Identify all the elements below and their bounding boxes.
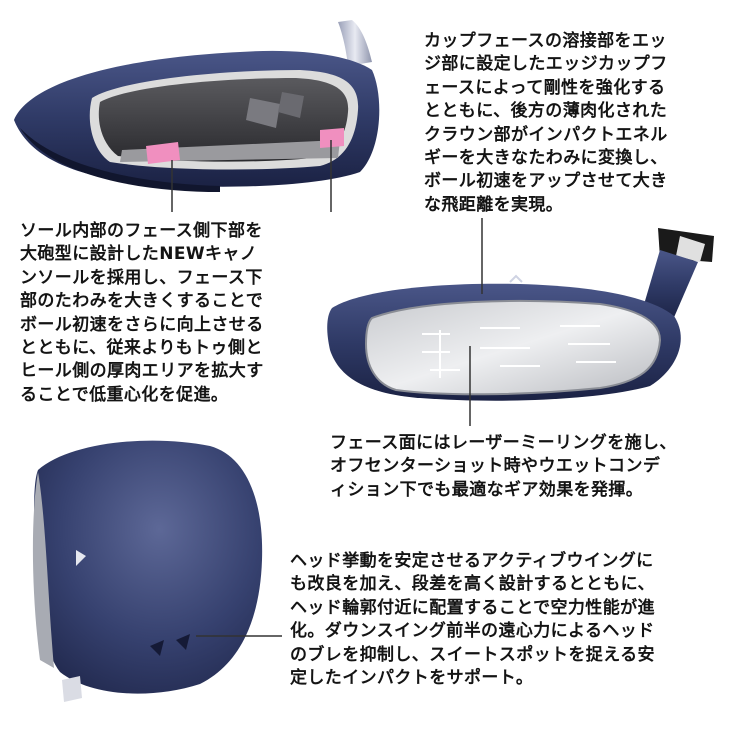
caption-line: とともに、従来よりもトゥ側と xyxy=(20,338,263,359)
caption-line: ヘッド挙動を安定させるアクティブウイングに xyxy=(290,551,654,571)
caption-line: オフセンターショット時やウエットコンデ xyxy=(330,456,661,477)
caption-line: も改良を加え、段差を高く設計するとともに、 xyxy=(290,574,655,595)
caption-line: ギーを大きなたわみに変換し、 xyxy=(424,148,668,169)
caption-laser-milling: フェース面にはレーザーミーリングを施し、 オフセンターショット時やウエットコンデ… xyxy=(330,432,677,502)
caption-line: ェースによって剛性を強化する xyxy=(424,77,666,98)
caption-line: ジ部に設定したエッジカップフ xyxy=(424,54,668,75)
caption-line: カップフェースの溶接部をエッ xyxy=(424,31,667,51)
caption-line: ィション下でも最適なギア効果を発揮。 xyxy=(330,479,644,500)
caption-line: ンソールを採用し、フェース下 xyxy=(20,267,263,288)
caption-active-wing: ヘッド挙動を安定させるアクティブウイングに も改良を加え、段差を高く設計するとと… xyxy=(290,550,655,690)
caption-line: 化。ダウンスイング前半の遠心力によるヘッド xyxy=(290,621,655,642)
caption-line: ヘッド輪郭付近に配置することで空力性能が進 xyxy=(290,597,655,618)
caption-line: フェース面にはレーザーミーリングを施し、 xyxy=(330,433,677,453)
caption-line: ることで低重心化を促進。 xyxy=(20,384,229,405)
caption-line: ボール初速をアップさせて大き xyxy=(424,171,668,192)
caption-cup-face: カップフェースの溶接部をエッ ジ部に設定したエッジカップフ ェースによって剛性を… xyxy=(424,30,668,217)
caption-line: 定したインパクトをサポート。 xyxy=(290,668,534,689)
golf-head-cutaway xyxy=(14,20,380,192)
caption-line: のブレを抑制し、スイートスポットを捉える安 xyxy=(290,644,655,665)
caption-line: な飛距離を実現。 xyxy=(424,194,564,215)
caption-line: ボール初速をさらに向上させる xyxy=(20,314,264,335)
caption-line: 大砲型に設計したNEWキャノ xyxy=(20,244,258,265)
caption-line: とともに、後方の薄肉化された xyxy=(424,101,668,122)
caption-line: ヒール側の厚肉エリアを拡大す xyxy=(20,361,264,382)
golf-head-crown-view xyxy=(32,440,263,702)
caption-cannon-sole: ソール内部のフェース側下部を 大砲型に設計したNEWキャノ ンソールを採用し、フ… xyxy=(20,220,264,407)
golf-head-face-view xyxy=(327,228,714,401)
caption-line: ソール内部のフェース側下部を xyxy=(20,221,263,241)
caption-line: クラウン部がインパクトエネル xyxy=(424,124,668,145)
caption-line: 部のたわみを大きくすることで xyxy=(20,291,264,312)
